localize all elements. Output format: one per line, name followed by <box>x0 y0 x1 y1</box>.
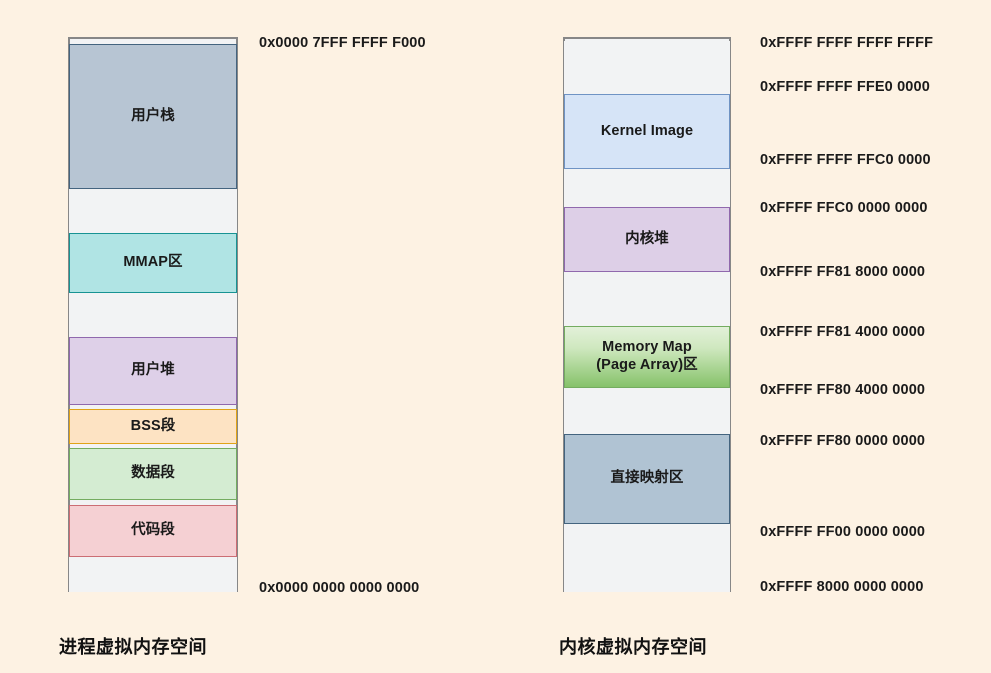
kernel-addr-ffff-8000-0000-0000: 0xFFFF 8000 0000 0000 <box>760 579 924 595</box>
process-user-stack: 用户栈 <box>69 44 237 189</box>
kernel-kernel-heap-label: 内核堆 <box>625 230 669 247</box>
process-top-address: 0x0000 7FFF FFFF F000 <box>259 35 426 51</box>
process-code-segment: 代码段 <box>69 505 237 557</box>
kernel-kernel-image: Kernel Image <box>564 94 730 169</box>
process-code-segment-label: 代码段 <box>131 522 175 539</box>
kernel-addr-ffff-ffc0-0000-0000: 0xFFFF FFC0 0000 0000 <box>760 200 928 216</box>
kernel-addr-ffff-ffff-ffff-ffff: 0xFFFF FFFF FFFF FFFF <box>760 35 934 51</box>
kernel-memory-map-area-label-line-1: Memory Map <box>602 339 692 356</box>
process-gap-3 <box>69 557 237 592</box>
process-data-segment-label: 数据段 <box>131 465 175 482</box>
kernel-addr-ffff-ff81-4000-0000: 0xFFFF FF81 4000 0000 <box>760 324 926 340</box>
process-user-stack-label: 用户栈 <box>131 107 175 124</box>
process-mmap-area-label: MMAP区 <box>123 254 183 271</box>
kernel-gap-2 <box>564 272 730 326</box>
kernel-addr-ffff-ff00-0000-0000: 0xFFFF FF00 0000 0000 <box>760 524 926 540</box>
process-gap-1 <box>69 189 237 233</box>
kernel-direct-mapping-area-label: 直接映射区 <box>610 470 684 487</box>
process-gap-2 <box>69 293 237 337</box>
kernel-addr-ffff-ffff-ffc0-0000: 0xFFFF FFFF FFC0 0000 <box>760 152 931 168</box>
kernel-gap-bottom <box>564 524 730 592</box>
process-bottom-address: 0x0000 0000 0000 0000 <box>259 580 420 596</box>
kernel-gap-3 <box>564 388 730 434</box>
kernel-addr-ffff-ffff-ffe0-0000: 0xFFFF FFFF FFE0 0000 <box>760 79 930 95</box>
kernel-memory-map-area: Memory Map(Page Array)区 <box>564 326 730 388</box>
process-user-heap-label: 用户堆 <box>131 362 175 379</box>
process-space-caption: 进程虚拟内存空间 <box>59 637 207 657</box>
kernel-kernel-heap: 内核堆 <box>564 207 730 272</box>
kernel-memory-map-area-label-line-2: (Page Array)区 <box>596 357 698 373</box>
kernel-kernel-image-label: Kernel Image <box>600 122 694 139</box>
kernel-gap-1 <box>564 169 730 207</box>
kernel-space-caption: 内核虚拟内存空间 <box>559 637 707 657</box>
process-memory-column: 用户栈 MMAP区用户堆 BSS段数据段代码段 <box>68 37 238 592</box>
process-data-segment: 数据段 <box>69 448 237 500</box>
kernel-gap-top <box>564 41 730 94</box>
kernel-addr-ffff-ff80-4000-0000: 0xFFFF FF80 4000 0000 <box>760 382 926 398</box>
process-bss-segment: BSS段 <box>69 409 237 444</box>
kernel-direct-mapping-area: 直接映射区 <box>564 434 730 524</box>
process-user-heap: 用户堆 <box>69 337 237 405</box>
kernel-addr-ffff-ff81-8000-0000: 0xFFFF FF81 8000 0000 <box>760 264 926 280</box>
kernel-addr-ffff-ff80-0000-0000: 0xFFFF FF80 0000 0000 <box>760 433 926 449</box>
process-mmap-area: MMAP区 <box>69 233 237 293</box>
process-bss-segment-label: BSS段 <box>130 417 176 434</box>
